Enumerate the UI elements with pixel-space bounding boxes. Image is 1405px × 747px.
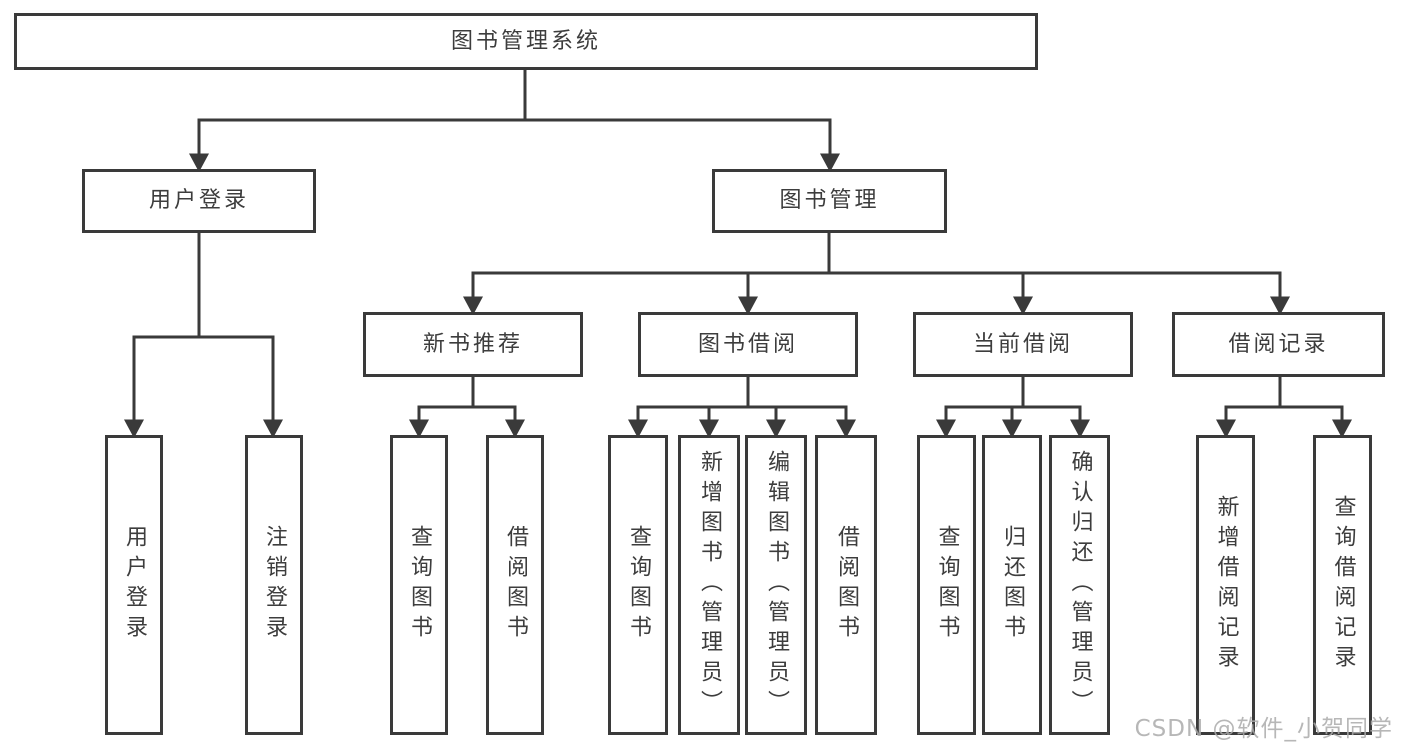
node-user-login-label: 用户登录: [148, 188, 249, 213]
leaf-borrow-books-recommend: 借阅图书: [486, 435, 544, 735]
node-current-borrowing: 当前借阅: [913, 312, 1133, 377]
leaf-query-books-borrowing: 查询图书: [608, 435, 668, 735]
leaf-query-borrow-record-label: 查询借阅记录: [1330, 495, 1356, 675]
node-new-book-recommend: 新书推荐: [363, 312, 583, 377]
leaf-query-books-current: 查询图书: [917, 435, 976, 735]
leaf-query-borrow-record: 查询借阅记录: [1313, 435, 1372, 735]
edge-user-login-children: [123, 233, 284, 439]
node-library-system-label: 图书管理系统: [450, 28, 601, 54]
node-new-book-recommend-label: 新书推荐: [422, 331, 523, 357]
leaf-query-books-current-label: 查询图书: [934, 525, 960, 645]
csdn-watermark: CSDN @软件_小贺同学: [1134, 716, 1393, 742]
node-borrow-records-label: 借阅记录: [1228, 331, 1329, 357]
leaf-add-book-admin-label: 新增图书（管理员）: [697, 450, 722, 720]
leaf-add-borrow-record: 新增借阅记录: [1196, 435, 1255, 735]
node-book-management: 图书管理: [712, 169, 947, 233]
edge-borrow-records-children: [1215, 377, 1353, 439]
edge-new-book-recommend-children: [408, 377, 526, 439]
edge-book-borrowing-children: [627, 377, 857, 439]
leaf-edit-book-admin-label: 编辑图书（管理员）: [764, 450, 789, 720]
leaf-borrow-books-recommend-label: 借阅图书: [503, 525, 528, 645]
leaf-borrow-books-borrowing-label: 借阅图书: [834, 525, 859, 645]
leaf-add-book-admin: 新增图书（管理员）: [678, 435, 740, 735]
node-book-management-label: 图书管理: [779, 188, 880, 213]
leaf-user-login: 用户登录: [105, 435, 163, 735]
leaf-user-login-label: 用户登录: [122, 525, 147, 645]
node-library-system: 图书管理系统: [14, 13, 1038, 70]
node-borrow-records: 借阅记录: [1172, 312, 1385, 377]
leaf-logout: 注销登录: [245, 435, 303, 735]
leaf-borrow-books-borrowing: 借阅图书: [815, 435, 877, 735]
leaf-confirm-return-admin-label: 确认归还（管理员）: [1067, 450, 1093, 720]
node-book-borrowing-label: 图书借阅: [697, 331, 798, 357]
leaf-query-books-borrowing-label: 查询图书: [626, 525, 651, 645]
leaf-add-borrow-record-label: 新增借阅记录: [1213, 495, 1239, 675]
leaf-edit-book-admin: 编辑图书（管理员）: [745, 435, 807, 735]
edge-root-to-level2: [188, 70, 841, 173]
node-user-login: 用户登录: [82, 169, 316, 233]
node-current-borrowing-label: 当前借阅: [972, 331, 1073, 357]
leaf-return-book: 归还图书: [982, 435, 1042, 735]
edge-book-management-children: [462, 233, 1291, 316]
leaf-confirm-return-admin: 确认归还（管理员）: [1049, 435, 1110, 735]
edge-current-borrowing-children: [935, 377, 1091, 439]
node-book-borrowing: 图书借阅: [638, 312, 858, 377]
leaf-logout-label: 注销登录: [262, 525, 287, 645]
leaf-query-books-recommend-label: 查询图书: [407, 525, 432, 645]
leaf-return-book-label: 归还图书: [1000, 525, 1025, 645]
leaf-query-books-recommend: 查询图书: [390, 435, 448, 735]
